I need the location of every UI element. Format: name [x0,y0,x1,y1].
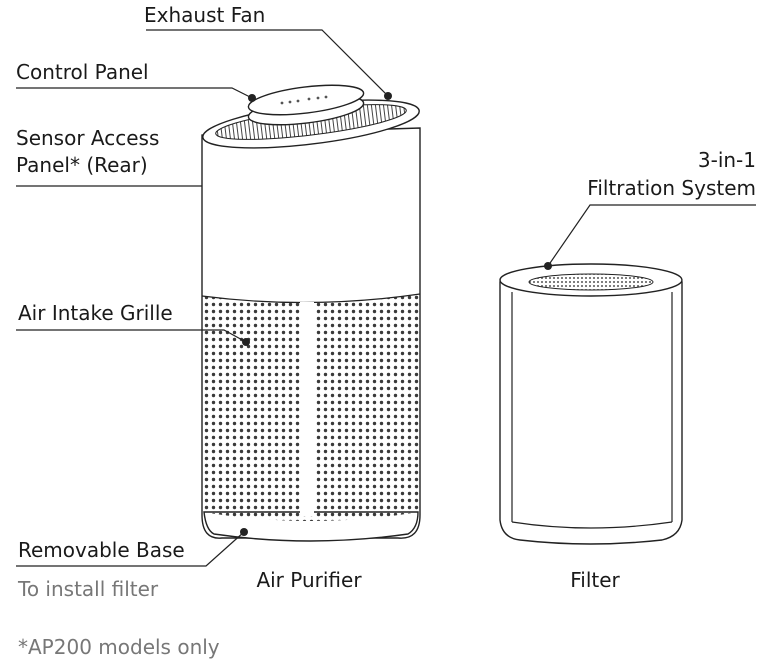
filter-mesh [528,273,654,291]
leader-filtration-system [547,204,756,267]
leader-dot-air-intake [242,338,250,346]
control-panel-puck-top [247,84,365,116]
grille-seam [300,302,314,516]
label-exhaust-fan: Exhaust Fan [144,3,265,27]
leader-exhaust-fan [146,29,389,97]
leader-dot-control-panel [248,94,256,102]
label-air-intake-grille: Air Intake Grille [18,301,173,325]
filter-bottom-rim [511,521,673,529]
footnote: *AP200 models only [18,635,220,659]
leader-control-panel [16,87,253,99]
label-control-panel: Control Panel [16,60,149,84]
label-install-note: To install filter [17,577,159,601]
filter-body [499,281,683,545]
leader-dot-removable-base [240,528,248,536]
caption-filter: Filter [570,568,620,592]
control-panel-indicators [280,95,328,105]
caption-air-purifier: Air Purifier [256,568,362,592]
leader-lines [16,29,756,567]
label-filtration-line2: Filtration System [587,176,756,200]
leader-air-intake [16,329,247,343]
air-purifier-illustration [201,84,421,542]
label-filtration-line1: 3-in-1 [698,148,756,172]
label-sensor-access-line2: Panel* (Rear) [16,153,148,177]
label-removable-base: Removable Base [18,538,185,562]
filter-illustration [499,263,683,545]
label-sensor-access-line1: Sensor Access [16,126,159,150]
purifier-base [203,511,419,542]
leader-removable-base [16,531,245,567]
leader-dot-exhaust-fan [384,92,392,100]
leader-dot-filtration [544,262,552,270]
